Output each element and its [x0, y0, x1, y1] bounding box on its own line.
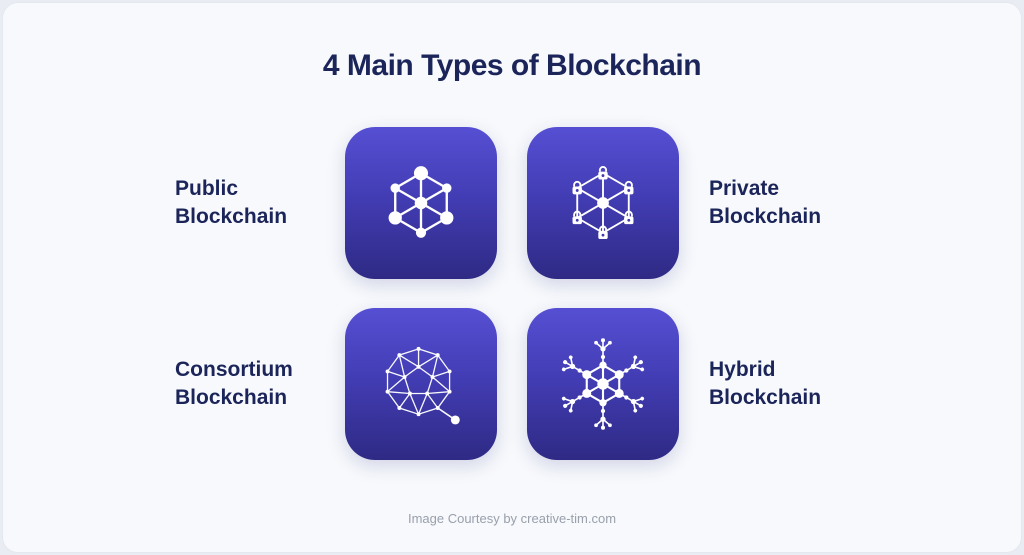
label-consortium-blockchain: Consortium Blockchain [175, 358, 293, 409]
public-network-icon [388, 166, 454, 238]
label-hybrid-blockchain: Hybrid Blockchain [709, 358, 822, 409]
tile-consortium-blockchain [345, 308, 497, 460]
tile-public-blockchain [345, 127, 497, 279]
footer-credit: Image Courtesy by creative-tim.com [407, 511, 617, 526]
label-public-blockchain: Public Blockchain [175, 177, 288, 228]
blockchain-grid: Public Blockchain [3, 127, 1021, 460]
tile-private-blockchain [527, 127, 679, 279]
consortium-mesh-globe-icon [385, 346, 460, 425]
label-private-blockchain: Private Blockchain [709, 177, 822, 228]
private-locks-network-icon [572, 166, 634, 240]
page-title: 4 Main Types of Blockchain [322, 49, 702, 82]
hybrid-network-icon [561, 338, 645, 430]
tile-hybrid-blockchain [527, 308, 679, 460]
